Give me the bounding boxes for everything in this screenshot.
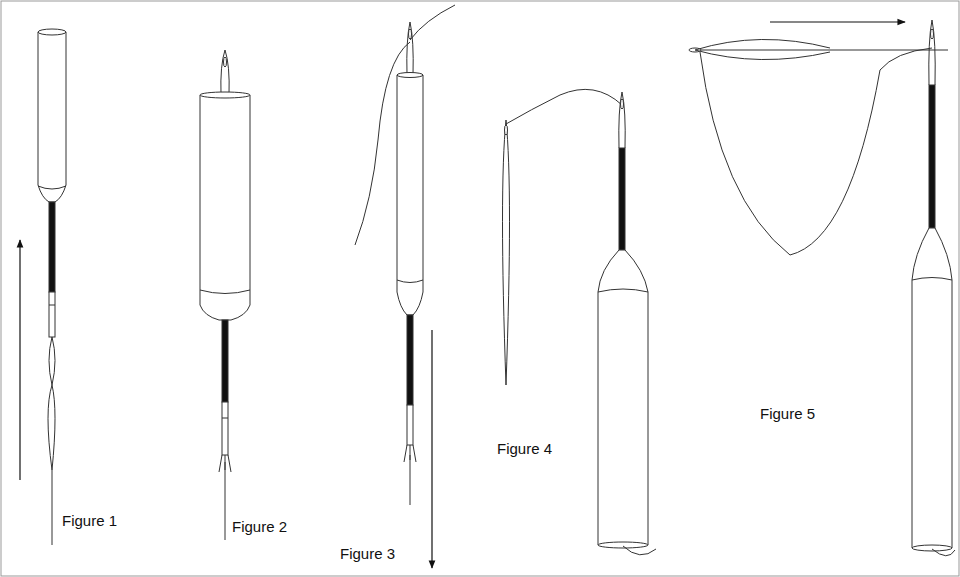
figure-one-drawing xyxy=(20,29,66,545)
figure-label: Figure 4 xyxy=(497,440,552,458)
figure-label: Figure 3 xyxy=(340,545,395,563)
figure-label: Figure 2 xyxy=(232,518,287,536)
figure-four-drawing xyxy=(503,89,657,554)
figure-five-drawing xyxy=(689,20,955,556)
figure-two-drawing xyxy=(200,50,250,540)
figure-three-drawing xyxy=(355,5,455,568)
figure-label: Figure 1 xyxy=(62,512,117,530)
figure-label: Figure 5 xyxy=(760,405,815,423)
